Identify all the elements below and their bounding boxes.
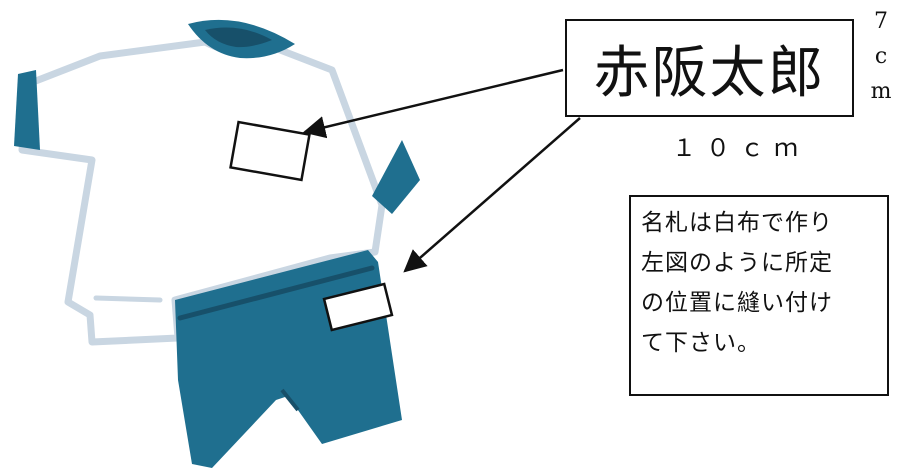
instruction-line: て下さい。 (641, 330, 761, 356)
height-dimension-label: 7 c m (866, 4, 896, 109)
name-patch-icon (229, 120, 311, 182)
instruction-line: 左図のように所定 (641, 250, 833, 276)
name-tag-text: 赤阪太郎 (593, 40, 826, 106)
height-dimension-char: m (870, 79, 892, 104)
name-tag-sample: 赤阪太郎 (565, 19, 854, 117)
height-dimension-char: 7 (874, 9, 888, 34)
instruction-box: 名札は白布で作り 左図のように所定 の位置に縫い付け て下さい。 (629, 195, 889, 396)
instruction-line: 名札は白布で作り (641, 210, 833, 236)
gym-shirt-icon (14, 19, 420, 346)
width-dimension-label: １０ｃｍ (672, 134, 808, 162)
height-dimension-char: c (874, 44, 888, 69)
arrow-icon (302, 68, 564, 139)
arrow-icon (403, 117, 581, 273)
instruction-line: の位置に縫い付け (641, 290, 833, 316)
name-patch-icon (322, 282, 394, 332)
